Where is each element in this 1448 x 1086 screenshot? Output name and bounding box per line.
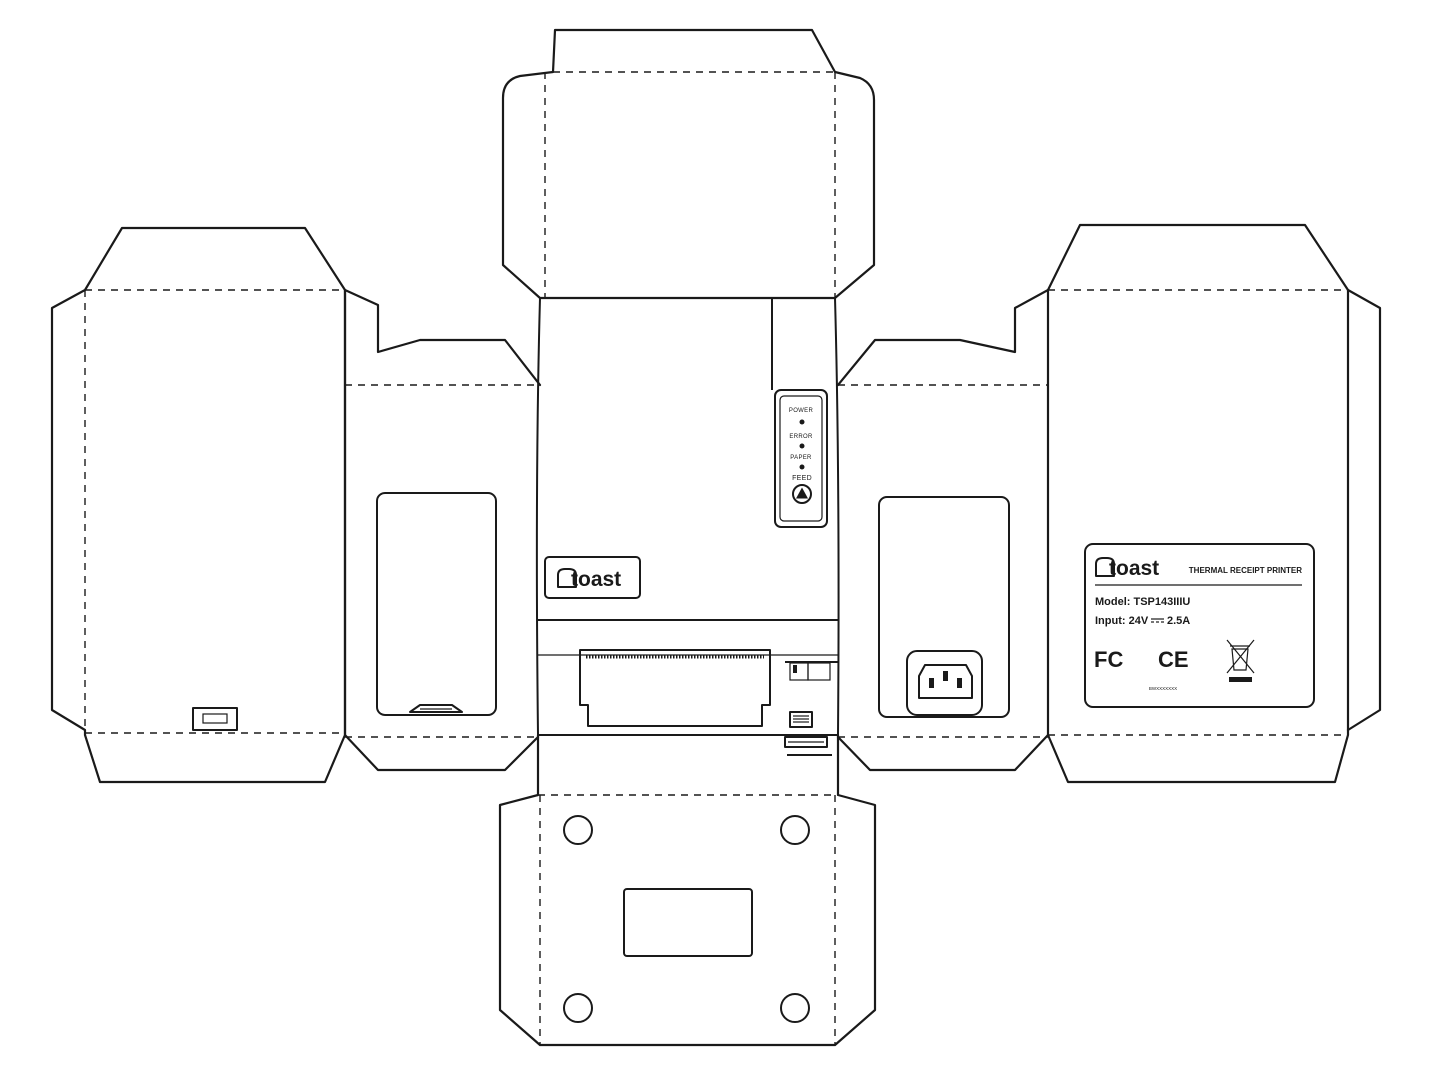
error-led-icon bbox=[799, 443, 805, 449]
label-toast-logo-icon bbox=[1095, 557, 1115, 577]
control-panel bbox=[774, 389, 828, 528]
foot-bottom-right-icon bbox=[780, 993, 810, 1023]
label-logo-text: toast bbox=[1109, 557, 1159, 580]
feed-label: FEED bbox=[792, 475, 812, 482]
rating-label: toast THERMAL RECEIPT PRINTER Model: TSP… bbox=[1084, 543, 1315, 708]
label-serial: BWXXXXXXX bbox=[1149, 686, 1177, 691]
indicator-power: POWER bbox=[789, 408, 814, 425]
ethernet-port-icon bbox=[789, 711, 813, 728]
front-logo-badge: toast bbox=[544, 556, 641, 599]
foot-top-left-icon bbox=[563, 815, 593, 845]
indicator-power-label: POWER bbox=[789, 408, 814, 414]
foot-top-right-icon bbox=[780, 815, 810, 845]
front-logo-text: toast bbox=[571, 568, 621, 591]
bottom-panel bbox=[498, 733, 877, 1047]
label-title: THERMAL RECEIPT PRINTER bbox=[1189, 566, 1302, 575]
indicator-error-label: ERROR bbox=[789, 434, 813, 440]
left-side-panel bbox=[343, 288, 542, 772]
label-model: Model: TSP143IIIU bbox=[1095, 596, 1190, 608]
top-flap-panel bbox=[501, 28, 876, 300]
indicator-error: ERROR bbox=[789, 434, 813, 449]
feed-button[interactable]: FEED bbox=[792, 475, 812, 504]
toast-logo-icon bbox=[557, 568, 577, 588]
right-side-panel bbox=[836, 288, 1050, 772]
label-input-prefix: Input: 24V bbox=[1095, 615, 1149, 627]
foot-bottom-left-icon bbox=[563, 993, 593, 1023]
indicator-paper-label: PAPER bbox=[790, 455, 812, 461]
feed-triangle-icon bbox=[796, 487, 808, 499]
bottom-label-area bbox=[623, 888, 753, 957]
ce-mark-icon: CE bbox=[1158, 647, 1189, 672]
indicator-paper: PAPER bbox=[790, 455, 812, 470]
fcc-mark-icon: FC bbox=[1094, 647, 1123, 672]
crossed-bin-icon bbox=[1226, 639, 1255, 682]
power-socket-icon bbox=[906, 650, 983, 716]
left-back-panel bbox=[50, 226, 347, 784]
label-input-suffix: 2.5A bbox=[1167, 615, 1190, 627]
power-led-icon bbox=[799, 419, 805, 425]
right-back-panel bbox=[1046, 223, 1382, 784]
front-panel bbox=[535, 297, 840, 736]
usb-port-icon bbox=[784, 736, 832, 756]
left-back-port-icon bbox=[192, 707, 238, 731]
paper-led-icon bbox=[799, 464, 805, 470]
dc-symbol-icon bbox=[1151, 618, 1164, 623]
dip-switch bbox=[785, 661, 838, 681]
paper-exit-slot bbox=[579, 649, 771, 727]
